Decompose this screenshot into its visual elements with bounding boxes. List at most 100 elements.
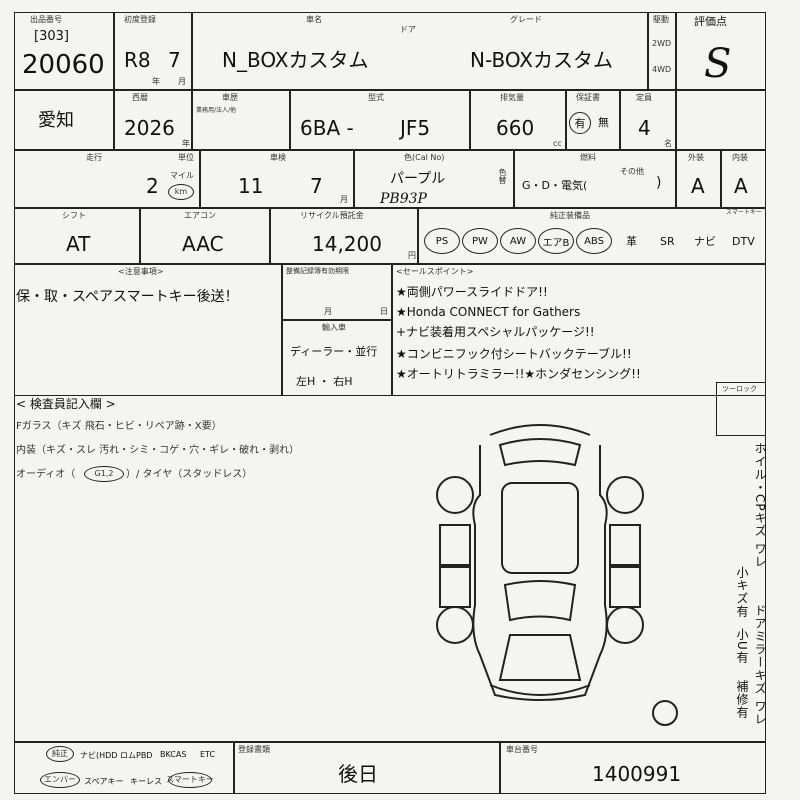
grade-label: グレード: [510, 15, 542, 24]
grade: N-BOXカスタム: [470, 48, 613, 72]
inspection-cell: [200, 150, 354, 208]
import-type: ディーラー・並行: [290, 345, 378, 358]
sales-label: <セールスポイント>: [396, 267, 474, 276]
model-prefix: 6BA -: [300, 116, 354, 140]
mileage-sub: マイル: [170, 171, 194, 180]
mileage-unit-circle: km: [168, 184, 194, 200]
notes-label: <注意事項>: [118, 267, 164, 276]
exterior-label: 外装: [688, 153, 704, 162]
door-left-front: [439, 566, 471, 608]
month-suffix: 月: [178, 77, 186, 86]
wheel-rear-left: [436, 476, 474, 514]
exterior-cell: [676, 150, 721, 208]
displacement-label: 排気量: [500, 93, 524, 102]
year-cell: [114, 12, 192, 90]
fuel-cell: [514, 150, 676, 208]
capacity-unit: 名: [664, 139, 672, 148]
exterior: A: [691, 174, 705, 198]
inspection-area: [14, 396, 766, 742]
sales-point-5: ★オートリトラミラー!!★ホンダセンシング!!: [396, 367, 641, 381]
feature-aw: AW: [500, 228, 536, 254]
color-code: PB93P: [380, 191, 427, 207]
inspection-suffix: 月: [340, 195, 348, 204]
lot-tag: [303]: [34, 29, 69, 44]
damage-note-2: ドアミラーキズ ワレ: [753, 604, 767, 726]
mileage-label: 走行: [86, 153, 102, 162]
sales-cell: [392, 264, 766, 396]
feature-abs: ABS: [576, 228, 612, 254]
car-body-outline: [472, 445, 608, 701]
recycle-label: リサイクル預託金: [300, 211, 364, 220]
year-month: 7: [168, 48, 181, 72]
service-label: 整備記録簿有効期限: [286, 267, 349, 275]
frame-cell: [500, 742, 766, 794]
handle: 左H ・ 右H: [296, 375, 353, 388]
opt-smart-key: スマートキー: [166, 772, 214, 788]
import-cell: [282, 320, 392, 396]
displacement-cell: [470, 90, 566, 150]
frame: 1400991: [592, 762, 682, 786]
frame-label: 車台番号: [506, 745, 538, 754]
warranty-no: 無: [598, 116, 609, 129]
west-year-suffix: 年: [182, 139, 190, 148]
feature-pw-label: PW: [472, 235, 488, 247]
extra-sr: SR: [660, 235, 675, 248]
equipment-cell: [418, 208, 766, 264]
feature-airbag: エアB: [538, 228, 574, 254]
region: 愛知: [38, 110, 74, 131]
ac-cell: [140, 208, 270, 264]
fuel-options: G・D・電気(: [522, 179, 588, 192]
audio-circle: G1,2: [84, 466, 124, 482]
recycle-unit: 円: [408, 251, 416, 260]
extra-leather: 革: [626, 235, 637, 248]
opt-navi-hdd: ナビ(HDD: [80, 751, 118, 760]
capacity: 4: [638, 116, 651, 140]
opt-keyless: キーレス: [130, 777, 162, 786]
car-hood: [498, 634, 582, 681]
score-label: 評価点: [694, 15, 727, 28]
model-label: 型式: [368, 93, 384, 102]
feature-ps-label: PS: [435, 235, 449, 247]
displacement: 660: [496, 116, 535, 140]
opt-number-plate-label: エンバー: [44, 775, 76, 784]
wheel-front-left: [436, 606, 474, 644]
model-code: JF5: [400, 116, 431, 140]
docs: 後日: [338, 762, 378, 786]
history-cell: [192, 90, 290, 150]
opt-genuine-label: 純正: [52, 749, 68, 758]
year-era: R8: [124, 48, 151, 72]
inspection-title: < 検査員記入欄 >: [16, 397, 116, 411]
tool-lock-label: ツーロック: [722, 385, 757, 393]
interior: A: [734, 174, 748, 198]
lot-number: 20060: [22, 50, 105, 80]
feature-airbag-label: エアB: [542, 237, 570, 249]
recycle-cell: [270, 208, 418, 264]
mileage-unit: km: [174, 187, 188, 196]
docs-cell: [234, 742, 500, 794]
damage-note-3: 小キズ有: [735, 566, 749, 618]
damage-note-4: 小U有: [735, 628, 749, 664]
inspection-line-2: 内装（キズ・スレ 汚れ・シミ・コゲ・穴・ギレ・破れ・剥れ）: [16, 445, 300, 456]
lot-label: 出品番号: [30, 15, 62, 24]
equipment-label: 純正装備品: [550, 211, 590, 220]
year-suffix: 年: [152, 77, 160, 86]
opt-spare-key: スペアキー: [84, 777, 124, 786]
feature-abs-label: ABS: [584, 235, 604, 247]
color-label: 色(Cal No): [404, 153, 445, 162]
interior-label: 内装: [732, 153, 748, 162]
west-year-cell: [114, 90, 192, 150]
car-rear-glass: [498, 438, 582, 467]
service-month: 月: [324, 307, 332, 316]
spare-tire-icon: [652, 700, 678, 726]
history-note: 業務用/法人/他: [196, 107, 237, 114]
region-cell: [14, 90, 114, 150]
import-label: 輸入車: [322, 323, 346, 332]
color-change: 色替: [498, 168, 507, 184]
car-rear-bumper: [489, 424, 591, 436]
drive-2wd: 2WD: [652, 39, 672, 48]
opt-number-plate: エンバー: [40, 772, 80, 788]
door-right-rear: [609, 524, 641, 566]
score-value: S: [704, 41, 732, 87]
inspection-line-1: Fガラス（キズ 飛石・ヒビ・リペア跡・X要）: [16, 421, 222, 432]
